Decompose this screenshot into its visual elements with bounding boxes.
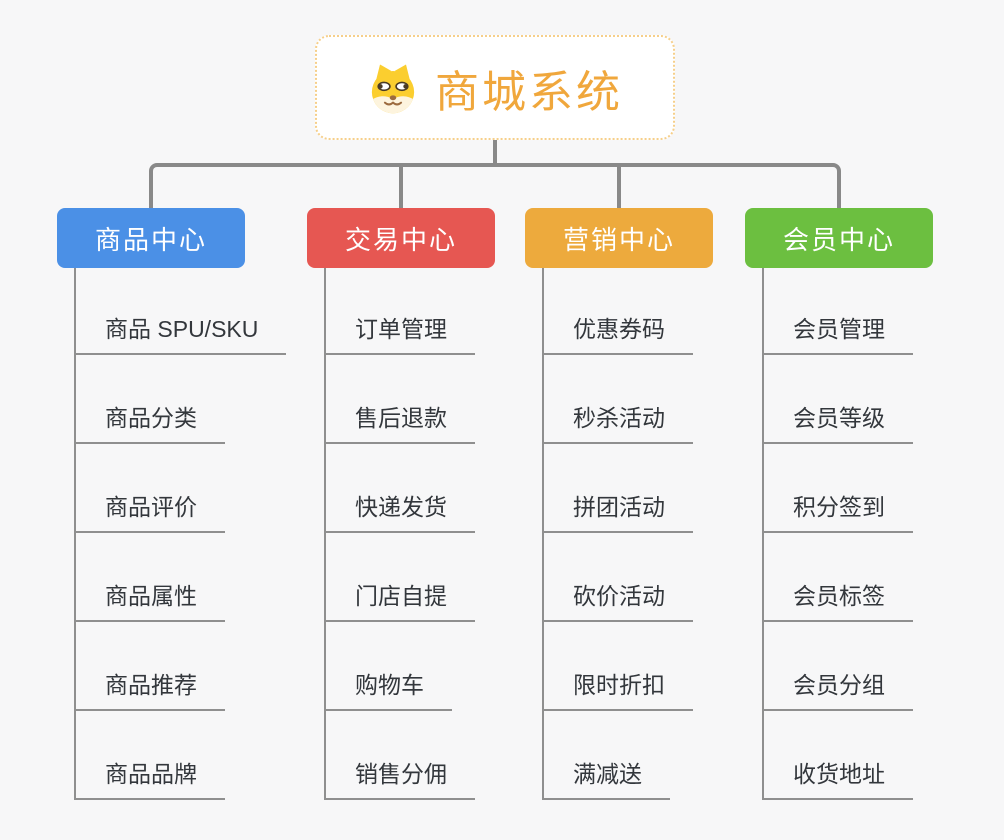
child-topic[interactable]: 会员标签 xyxy=(762,533,913,622)
child-topic[interactable]: 优惠券码 xyxy=(542,268,693,355)
child-topic-label: 会员标签 xyxy=(793,583,885,609)
branch-children: 商品 SPU/SKU 商品分类商品评价商品属性商品推荐商品品牌 xyxy=(74,268,287,800)
child-topic[interactable]: 商品推荐 xyxy=(74,622,225,711)
child-topic[interactable]: 会员分组 xyxy=(762,622,913,711)
child-topic[interactable]: 商品评价 xyxy=(74,444,225,533)
child-topic[interactable]: 订单管理 xyxy=(324,268,475,355)
child-topic-label: 会员管理 xyxy=(793,316,885,342)
child-topic-label: 商品评价 xyxy=(105,494,197,520)
child-topic[interactable]: 会员等级 xyxy=(762,355,913,444)
branch-trade: 交易中心 订单管理售后退款快递发货门店自提购物车销售分佣 xyxy=(307,208,495,800)
child-topic-label: 秒杀活动 xyxy=(573,405,665,431)
child-topic[interactable]: 快递发货 xyxy=(324,444,475,533)
child-topic[interactable]: 商品品牌 xyxy=(74,711,225,800)
child-topic-label: 快递发货 xyxy=(355,494,447,520)
branch-node-product[interactable]: 商品中心 xyxy=(57,208,245,268)
child-topic[interactable]: 秒杀活动 xyxy=(542,355,693,444)
connector-drop-marketing xyxy=(617,165,621,208)
child-topic-label: 商品属性 xyxy=(105,583,197,609)
child-topic[interactable]: 限时折扣 xyxy=(542,622,693,711)
child-topic[interactable]: 商品属性 xyxy=(74,533,225,622)
child-topic-label: 满减送 xyxy=(573,761,642,787)
branch-node-trade[interactable]: 交易中心 xyxy=(307,208,495,268)
branch-label: 交易中心 xyxy=(344,224,457,255)
child-topic[interactable]: 商品 SPU/SKU xyxy=(74,268,287,355)
child-topic-label: 积分签到 xyxy=(793,494,885,520)
branch-node-member[interactable]: 会员中心 xyxy=(745,208,933,268)
child-topic[interactable]: 收货地址 xyxy=(762,711,913,800)
child-topic-label: 会员分组 xyxy=(793,672,885,698)
branch-member: 会员中心 会员管理会员等级积分签到会员标签会员分组收货地址 xyxy=(745,208,933,800)
child-topic-label: 优惠券码 xyxy=(573,316,665,342)
branch-product: 商品中心 商品 SPU/SKU 商品分类商品评价商品属性商品推荐商品品牌 xyxy=(57,208,287,800)
connector-bus xyxy=(149,163,841,208)
branch-children: 会员管理会员等级积分签到会员标签会员分组收货地址 xyxy=(762,268,933,800)
child-topic[interactable]: 销售分佣 xyxy=(324,711,475,800)
child-topic[interactable]: 购物车 xyxy=(324,622,452,711)
child-topic-label: 砍价活动 xyxy=(573,583,665,609)
child-topic[interactable]: 门店自提 xyxy=(324,533,475,622)
branch-node-marketing[interactable]: 营销中心 xyxy=(525,208,713,268)
child-topic-label: 购物车 xyxy=(355,672,424,698)
connector-drop-trade xyxy=(399,165,403,208)
child-topic-label: 限时折扣 xyxy=(573,672,665,698)
branch-children: 优惠券码秒杀活动拼团活动砍价活动限时折扣满减送 xyxy=(542,268,713,800)
child-topic-label: 订单管理 xyxy=(355,316,447,342)
branch-label: 会员中心 xyxy=(782,224,895,255)
child-topic-label: 收货地址 xyxy=(793,761,885,787)
dog-icon xyxy=(371,63,415,113)
child-topic[interactable]: 积分签到 xyxy=(762,444,913,533)
child-topic-label: 售后退款 xyxy=(355,405,447,431)
child-topic-label: 商品 SPU/SKU xyxy=(105,316,259,342)
child-topic-label: 门店自提 xyxy=(355,583,447,609)
branch-marketing: 营销中心 优惠券码秒杀活动拼团活动砍价活动限时折扣满减送 xyxy=(525,208,713,800)
branch-label: 商品中心 xyxy=(94,224,207,255)
child-topic[interactable]: 满减送 xyxy=(542,711,670,800)
child-topic-label: 拼团活动 xyxy=(573,494,665,520)
child-topic-label: 销售分佣 xyxy=(355,761,447,787)
root-title: 商城系统 xyxy=(435,67,623,117)
child-topic-label: 商品分类 xyxy=(105,405,197,431)
connector-root-stem xyxy=(493,138,497,166)
branch-label: 营销中心 xyxy=(562,224,675,255)
child-topic-label: 商品品牌 xyxy=(105,761,197,787)
child-topic-label: 会员等级 xyxy=(793,405,885,431)
branch-children: 订单管理售后退款快递发货门店自提购物车销售分佣 xyxy=(324,268,495,800)
root-node[interactable]: 商城系统 xyxy=(315,35,675,140)
child-topic[interactable]: 商品分类 xyxy=(74,355,225,444)
child-topic-label: 商品推荐 xyxy=(105,672,197,698)
child-topic[interactable]: 售后退款 xyxy=(324,355,475,444)
child-topic[interactable]: 会员管理 xyxy=(762,268,913,355)
child-topic[interactable]: 砍价活动 xyxy=(542,533,693,622)
child-topic[interactable]: 拼团活动 xyxy=(542,444,693,533)
